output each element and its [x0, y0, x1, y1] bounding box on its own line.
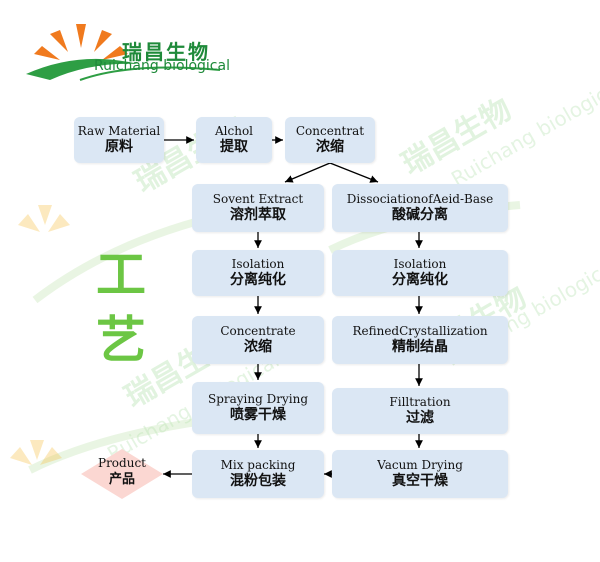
- node-label-en: Raw Material: [77, 123, 161, 138]
- node-concentrat: Concentrat 浓缩: [285, 117, 375, 163]
- arrow-concentrat-to-sovent: [284, 162, 331, 183]
- arrow-concentrat-to-dissociation: [329, 162, 379, 183]
- node-vacum-drying: Vacum Drying 真空干燥: [332, 450, 508, 498]
- node-spraying-drying: Spraying Drying 喷雾干燥: [192, 382, 324, 434]
- node-label-en: DissociationofAeid-Base: [346, 191, 494, 206]
- node-label-cn: 酸碱分离: [392, 206, 448, 223]
- node-product: Product 产品: [96, 456, 148, 488]
- node-raw-material: Raw Material 原料: [74, 117, 164, 163]
- node-label-cn: 喷雾干燥: [230, 406, 286, 423]
- node-label-en: Spraying Drying: [207, 391, 309, 406]
- logo-name-cn: 瑞昌生物: [122, 40, 210, 64]
- node-label-cn: 精制结晶: [392, 338, 448, 355]
- side-label-char-1: 工: [96, 246, 146, 304]
- node-label-en: Sovent Extract: [212, 191, 304, 206]
- node-label-cn: 原料: [105, 138, 133, 155]
- node-label-en: Alchol: [214, 123, 253, 138]
- sun-logo-icon: [26, 24, 221, 81]
- node-label-cn: 分离纯化: [230, 271, 286, 288]
- node-label-cn: 提取: [220, 138, 248, 155]
- node-filltration: Filltration 过滤: [332, 388, 508, 434]
- node-isolation-right: Isolation 分离纯化: [332, 250, 508, 296]
- product-diamond: [81, 449, 163, 499]
- node-label-en: Concentrate: [220, 323, 296, 338]
- node-label-cn: 溶剂萃取: [230, 206, 286, 223]
- node-label-cn: 混粉包装: [230, 472, 286, 489]
- side-label-char-2: 艺: [96, 311, 146, 369]
- node-mix-packing: Mix packing 混粉包装: [192, 450, 324, 498]
- logo-name-en: Ruichang biological: [94, 58, 230, 74]
- node-sovent-extract: Sovent Extract 溶剂萃取: [192, 184, 324, 232]
- node-label-en: RefinedCrystallization: [352, 323, 488, 338]
- node-label-cn: 分离纯化: [392, 271, 448, 288]
- node-label-en: Vacum Drying: [377, 457, 463, 472]
- node-label-cn: 真空干燥: [392, 472, 448, 489]
- node-label-cn: 产品: [108, 471, 135, 487]
- node-dissociation: DissociationofAeid-Base 酸碱分离: [332, 184, 508, 232]
- node-label-en: Filltration: [389, 394, 451, 409]
- node-label-cn: 浓缩: [316, 138, 344, 155]
- node-concentrate: Concentrate 浓缩: [192, 316, 324, 364]
- node-label-en: Isolation: [393, 256, 447, 271]
- node-label-en: Product: [98, 456, 146, 470]
- company-logo: [20, 18, 250, 90]
- node-isolation-left: Isolation 分离纯化: [192, 250, 324, 296]
- node-label-cn: 浓缩: [244, 338, 272, 355]
- node-label-en: Mix packing: [220, 457, 296, 472]
- node-alchol: Alchol 提取: [196, 117, 272, 163]
- node-label-en: Concentrat: [295, 123, 365, 138]
- node-label-en: Isolation: [231, 256, 285, 271]
- node-label-cn: 过滤: [406, 409, 434, 426]
- node-refined-crystallization: RefinedCrystallization 精制结晶: [332, 316, 508, 364]
